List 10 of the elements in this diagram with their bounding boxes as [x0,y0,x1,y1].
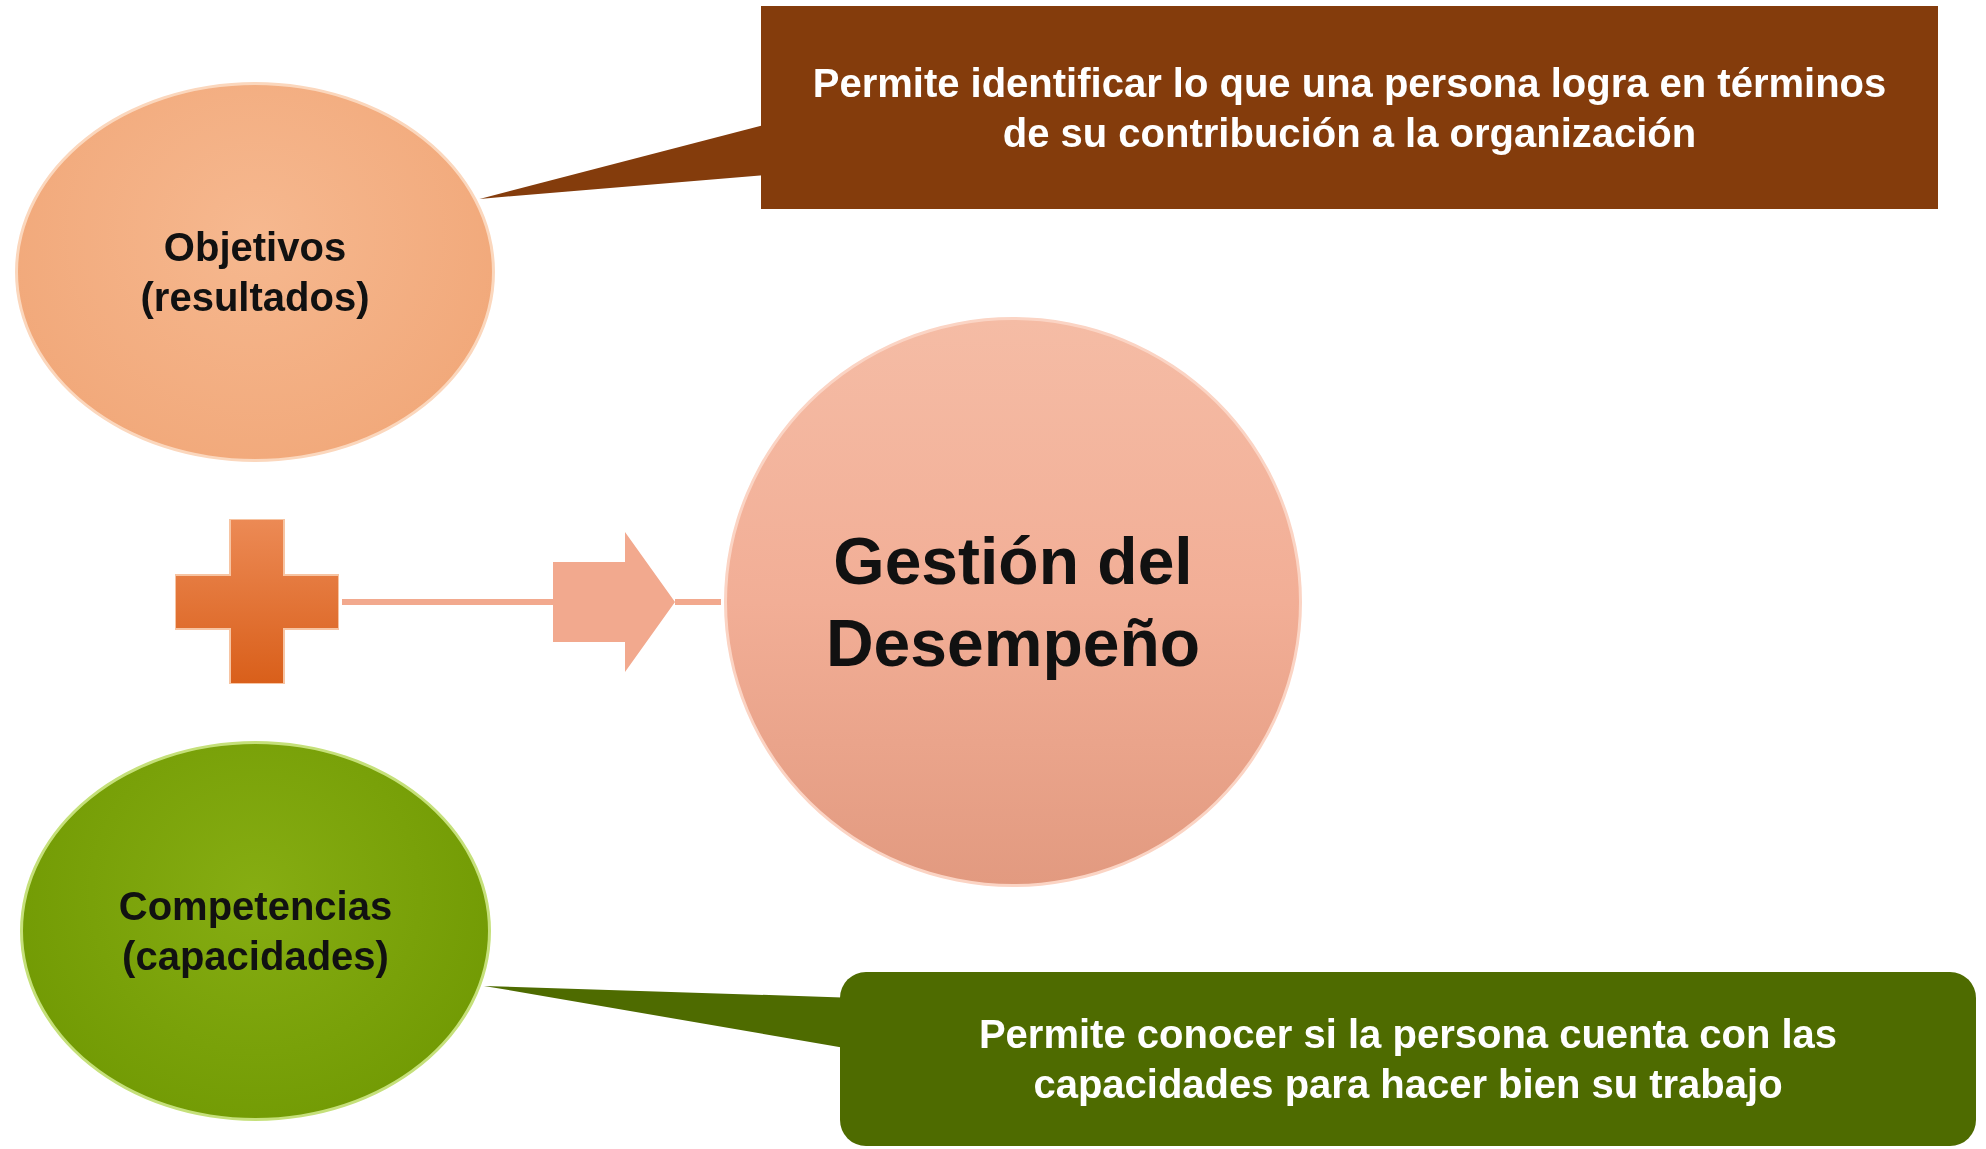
callout-box [761,6,1938,209]
plus-sign [175,519,339,684]
node-label: Objetivos (resultados) [139,224,371,321]
node-label: Gestión del Desempeño [824,522,1202,682]
callout-box [840,972,1976,1146]
block-arrow [342,532,721,672]
callout-text: Permite conocer si la persona cuenta con las capacidades para hacer bien su trabajo [977,1011,1839,1108]
callout-pointer [479,125,763,199]
node-label: Competencias (capacidades) [117,883,394,980]
callout-text: Permite identificar lo que una persona logra en términos de su contribución a la organización [811,59,1888,157]
